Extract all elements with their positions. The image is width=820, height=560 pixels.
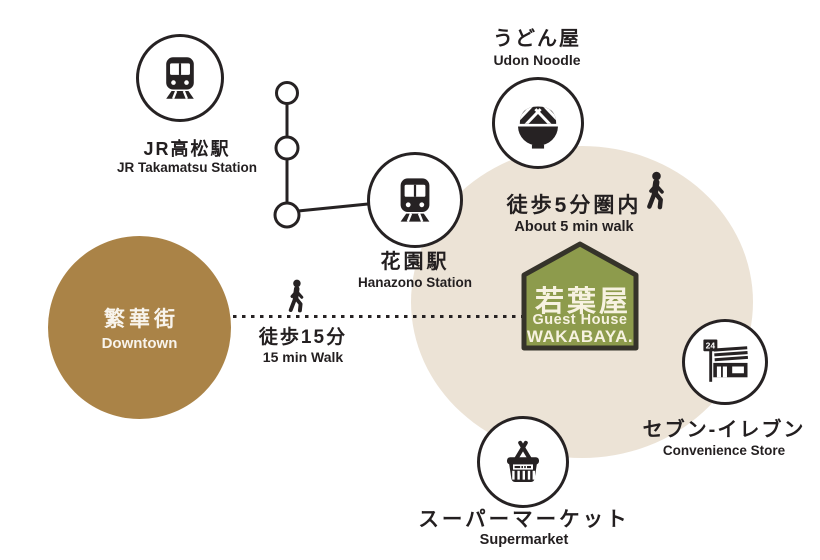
convenience-label-jp: セブン-イレブン xyxy=(642,419,806,441)
five-min-label-en: About 5 min walk xyxy=(514,218,634,235)
udon-label-jp: うどん屋 xyxy=(493,28,581,50)
shopping-basket-icon xyxy=(507,440,539,482)
hanazono-station-label: 花園駅 Hanazono Station xyxy=(358,251,472,291)
convenience-label-en: Convenience Store xyxy=(662,442,786,458)
hanazono-station-circle xyxy=(367,152,463,248)
supermarket-label-en: Supermarket xyxy=(479,532,569,549)
jr-takamatsu-label-jp: JR高松駅 xyxy=(143,139,231,159)
five-min-walk-label: 徒歩5分圏内 About 5 min walk xyxy=(507,194,642,236)
guesthouse-type-en: Guest House xyxy=(532,312,628,328)
fifteen-min-label-jp: 徒歩15分 xyxy=(258,327,348,348)
guesthouse-logo: 若葉屋 Guest House WAKABAYA. xyxy=(521,241,639,351)
udon-bowl-icon xyxy=(518,106,558,149)
24-hour-sign: 24 xyxy=(706,341,716,351)
supermarket-circle xyxy=(477,416,569,508)
guesthouse-name-jp: 若葉屋 xyxy=(534,286,631,318)
downtown-label-en: Downtown xyxy=(101,335,178,352)
udon-noodle-circle xyxy=(492,77,584,169)
house-logo-shape xyxy=(521,241,639,351)
udon-noodle-label: うどん屋 Udon Noodle xyxy=(493,28,581,68)
five-min-label-jp: 徒歩5分圏内 xyxy=(506,194,642,217)
convenience-store-icon: 24 xyxy=(703,339,748,382)
convenience-store-label: セブン-イレブン Convenience Store xyxy=(643,419,806,459)
jr-takamatsu-station-label: JR高松駅 JR Takamatsu Station xyxy=(117,139,257,176)
guesthouse-name-en: WAKABAYA. xyxy=(526,327,634,346)
railway-line xyxy=(273,81,369,229)
hanazono-label-en: Hanazono Station xyxy=(358,274,472,290)
udon-label-en: Udon Noodle xyxy=(493,51,581,68)
station-stop-dot xyxy=(274,135,300,161)
supermarket-label-jp: スーパーマーケット xyxy=(418,508,630,531)
train-icon xyxy=(166,57,194,100)
jr-takamatsu-station-circle xyxy=(136,34,224,122)
downtown-label-jp: 繁華街 xyxy=(104,308,179,331)
fifteen-min-walk-label: 徒歩15分 15 min Walk xyxy=(259,327,347,366)
supermarket-label: スーパーマーケット Supermarket xyxy=(418,508,629,549)
convenience-store-circle: 24 xyxy=(682,319,768,405)
station-stop-dot xyxy=(275,81,299,105)
downtown-circle: 繁華街 Downtown xyxy=(48,236,231,419)
walking-person-icon xyxy=(288,279,304,313)
hanazono-label-jp: 花園駅 xyxy=(380,251,450,273)
walking-route-dotted-line xyxy=(233,315,525,318)
jr-takamatsu-label-en: JR Takamatsu Station xyxy=(116,160,258,176)
fifteen-min-label-en: 15 min Walk xyxy=(262,349,344,366)
walking-person-icon xyxy=(647,171,664,210)
train-icon xyxy=(400,178,430,223)
station-stop-dot xyxy=(273,201,301,229)
